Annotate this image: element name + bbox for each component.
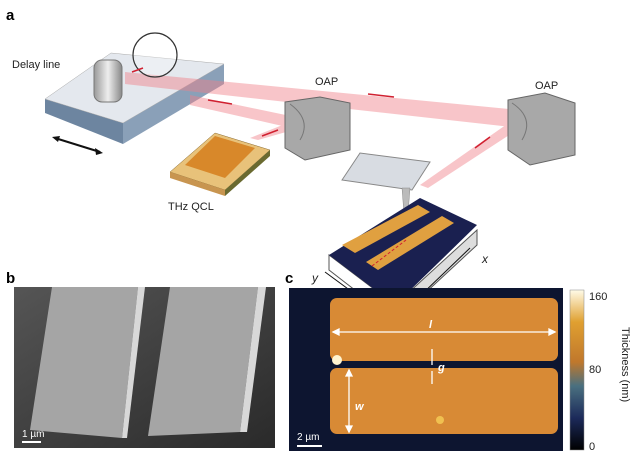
sample (324, 198, 478, 323)
y-axis-label: y (311, 271, 319, 285)
afm-scale-bar: 2 µm (297, 432, 319, 443)
gap-label: g (437, 362, 445, 374)
oap-mirror-1 (284, 96, 351, 161)
colorbar-mid: 80 (589, 364, 601, 376)
colorbar-label: Thickness (nm) (619, 327, 631, 402)
panel-c-letter: c (285, 270, 293, 287)
oap-label-2: OAP (535, 80, 558, 92)
stage-motion-arrow (54, 137, 101, 153)
oap-mirror-2 (507, 92, 576, 166)
delay-line-stage (44, 52, 225, 144)
width-label: w (355, 401, 365, 413)
panel-a-letter: a (6, 7, 15, 24)
qcl-label: THz QCL (168, 201, 214, 213)
colorbar-min: 0 (589, 441, 595, 453)
colorbar (569, 289, 585, 451)
x-axis-label: x (481, 252, 489, 266)
delay-mirror (93, 32, 178, 103)
afm-image (289, 288, 563, 451)
thz-qcl (169, 132, 271, 196)
colorbar-max: 160 (589, 291, 607, 303)
delay-line-label: Delay line (12, 59, 60, 71)
oap-label-1: OAP (315, 76, 338, 88)
panel-b-letter: b (6, 270, 15, 287)
sem-image (14, 287, 275, 448)
sem-scale-bar: 1 µm (22, 429, 44, 440)
length-label: l (429, 319, 433, 331)
